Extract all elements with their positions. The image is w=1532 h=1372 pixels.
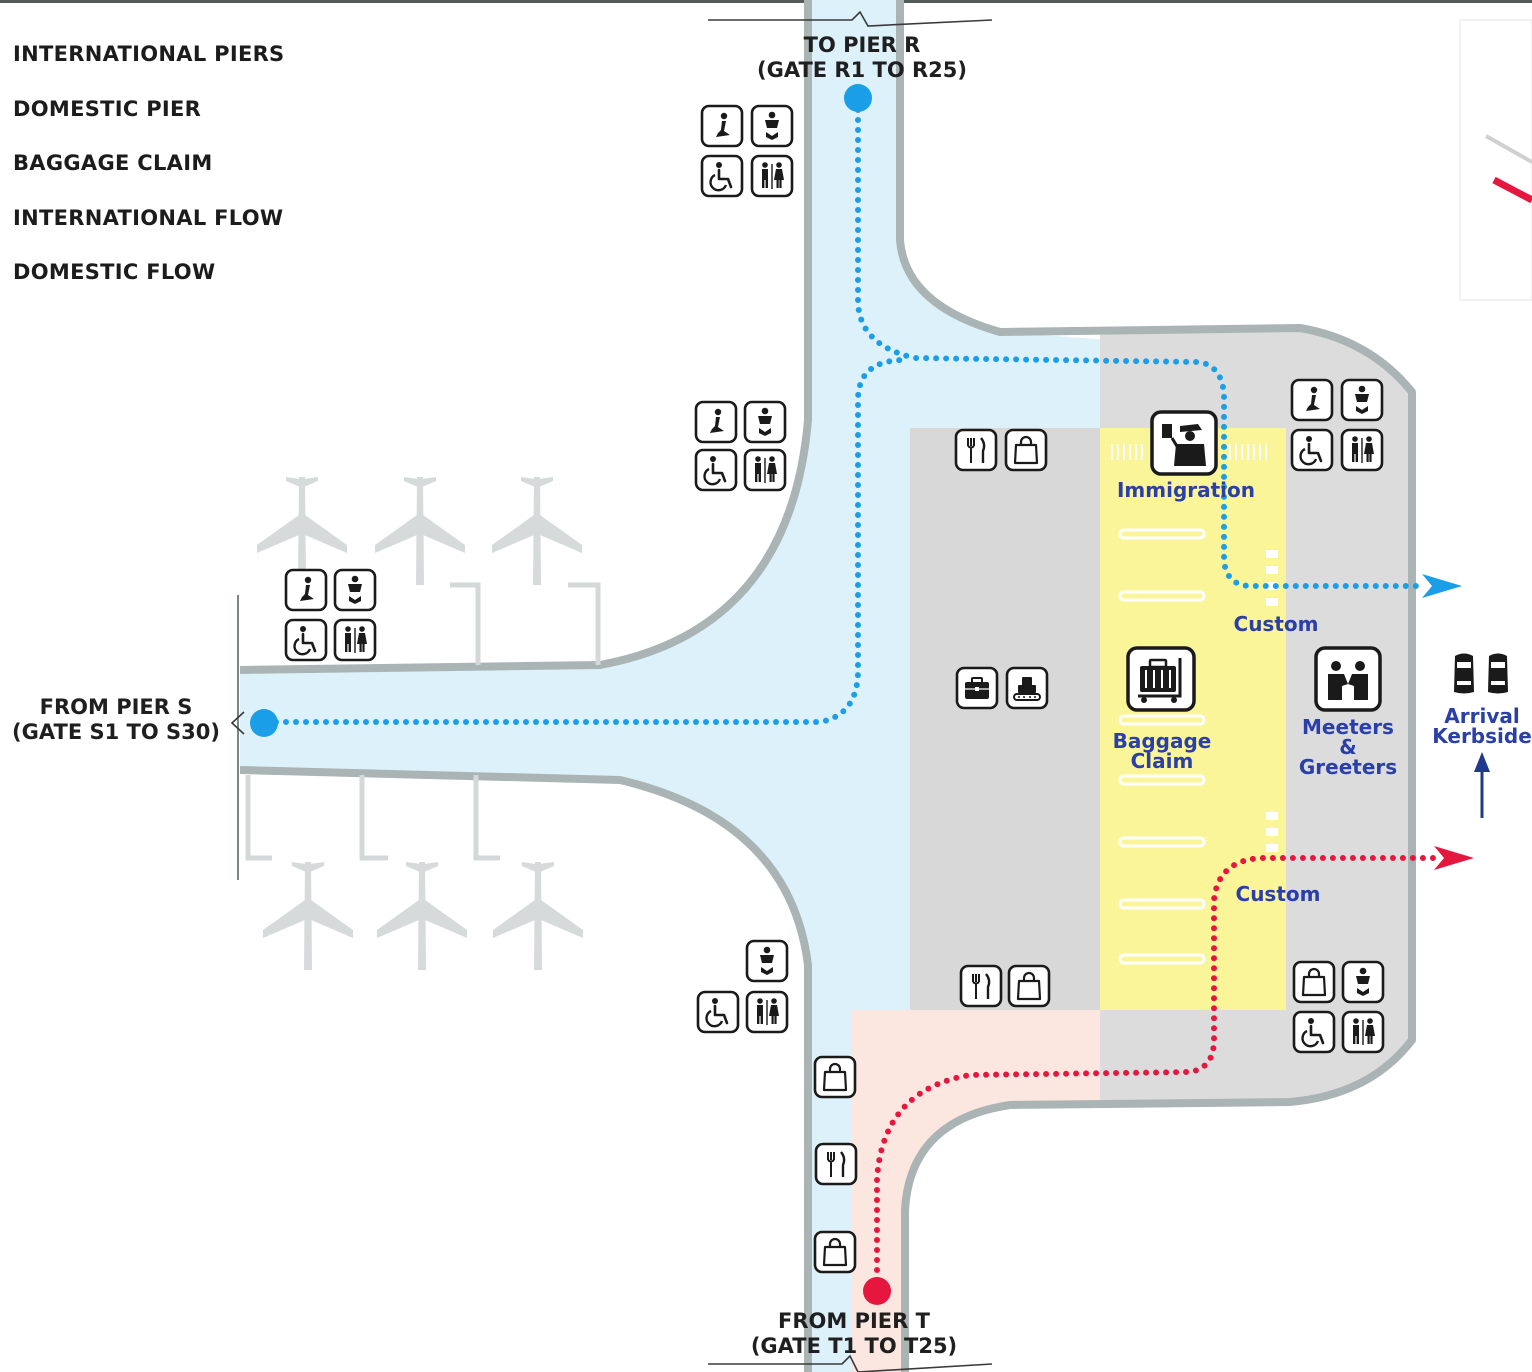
- custom-label-domestic: Custom: [1235, 882, 1321, 906]
- baggage-claim-line2: Claim: [1130, 749, 1194, 773]
- restaurant-icon: [816, 1144, 856, 1184]
- legend-item-domestic-flow: DOMESTIC FLOW: [13, 260, 216, 284]
- baby-care-icon: [1343, 962, 1383, 1002]
- inset-map: [1459, 19, 1532, 301]
- legend-item-international-flow: INTERNATIONAL FLOW: [13, 205, 284, 230]
- prayer-room-icon: [702, 106, 742, 146]
- hall-area: [910, 428, 1100, 1010]
- baggage-claim-area: [1100, 428, 1286, 1010]
- facility-group-r: [702, 106, 792, 196]
- pier-r-label: TO PIER R (GATE R1 TO R25): [738, 33, 986, 83]
- accessible-toilet-icon: [1292, 430, 1332, 470]
- kerbside-line1: Arrival: [1444, 704, 1520, 728]
- pier-t-title: FROM PIER T: [778, 1309, 930, 1333]
- legend: INTERNATIONAL PIERS DOMESTIC PIER BAGGAG…: [13, 42, 284, 315]
- restroom-icon: [752, 156, 792, 196]
- baby-care-icon: [752, 106, 792, 146]
- car-icon: [1488, 653, 1508, 694]
- custom-label-international: Custom: [1233, 612, 1319, 636]
- restroom-icon: [1342, 430, 1382, 470]
- meeters-line3: Greeters: [1298, 755, 1398, 779]
- restroom-icon: [745, 450, 785, 490]
- pier-r-gates: (GATE R1 TO R25): [756, 58, 967, 82]
- accessible-toilet-icon: [698, 992, 738, 1032]
- baggage-trolley-icon: [1126, 646, 1196, 712]
- baby-care-icon: [1342, 380, 1382, 420]
- restroom-icon: [1343, 1012, 1383, 1052]
- immigration-label: Immigration: [1116, 478, 1256, 502]
- left-luggage-icon: [957, 668, 997, 708]
- meeters-line1: Meeters: [1302, 715, 1394, 739]
- restaurant-icon: [961, 966, 1001, 1006]
- prayer-room-icon: [1292, 380, 1332, 420]
- meeters-greeters-icon: [1314, 646, 1382, 712]
- immigration-officer-icon: [1150, 410, 1218, 476]
- baggage-belt-icon: [1007, 668, 1047, 708]
- baby-care-icon: [335, 570, 375, 610]
- legend-item-domestic-pier: DOMESTIC PIER: [13, 96, 202, 121]
- baggage-claim-label: Baggage Claim: [1098, 731, 1226, 771]
- facility-group-s: [286, 570, 375, 660]
- accessible-toilet-icon: [1294, 1012, 1334, 1052]
- baby-care-icon: [747, 941, 787, 981]
- facility-group-mid: [696, 402, 785, 490]
- international-exit-arrow: [1422, 574, 1462, 598]
- shopping-icon: [1006, 430, 1046, 470]
- shopping-icon: [815, 1057, 855, 1097]
- kerbside-line2: Kerbside: [1432, 724, 1532, 748]
- pier-s-label: FROM PIER S (GATE S1 TO S30): [6, 695, 226, 745]
- shopping-icon: [1009, 966, 1049, 1006]
- meeters-greeters-label: Meeters & Greeters: [1290, 717, 1406, 777]
- pier-t-label: FROM PIER T (GATE T1 TO T25): [734, 1309, 974, 1359]
- pier-s-gates: (GATE S1 TO S30): [12, 720, 220, 744]
- pier-t-marker: [863, 1277, 891, 1305]
- pier-r-marker: [844, 84, 872, 112]
- domestic-exit-arrow: [1434, 846, 1474, 870]
- accessible-toilet-icon: [702, 156, 742, 196]
- domestic-flow-path: [874, 855, 1438, 1293]
- pier-t-gates: (GATE T1 TO T25): [750, 1334, 958, 1358]
- shopping-icon: [1294, 962, 1334, 1002]
- pier-s-marker: [250, 709, 278, 737]
- restaurant-icon: [956, 430, 996, 470]
- pier-r-title: TO PIER R: [803, 33, 921, 57]
- accessible-toilet-icon: [286, 620, 326, 660]
- baggage-claim-line1: Baggage: [1112, 729, 1212, 753]
- accessible-toilet-icon: [696, 450, 736, 490]
- restroom-icon: [335, 620, 375, 660]
- prayer-room-icon: [696, 402, 736, 442]
- international-concourse: [240, 0, 1110, 1372]
- pier-s-title: FROM PIER S: [39, 695, 193, 719]
- international-flow-path-r: [855, 97, 1428, 589]
- arrival-kerbside-label: Arrival Kerbside: [1432, 706, 1532, 746]
- prayer-room-icon: [286, 570, 326, 610]
- shopping-icon: [815, 1232, 855, 1272]
- legend-item-international-piers: INTERNATIONAL PIERS: [13, 42, 285, 66]
- baby-care-icon: [745, 402, 785, 442]
- legend-item-baggage-claim: BAGGAGE CLAIM: [13, 151, 213, 175]
- meeters-line2: &: [1339, 735, 1357, 759]
- car-icon: [1454, 653, 1474, 694]
- international-flow-path-s: [263, 357, 908, 725]
- restroom-icon: [747, 992, 787, 1032]
